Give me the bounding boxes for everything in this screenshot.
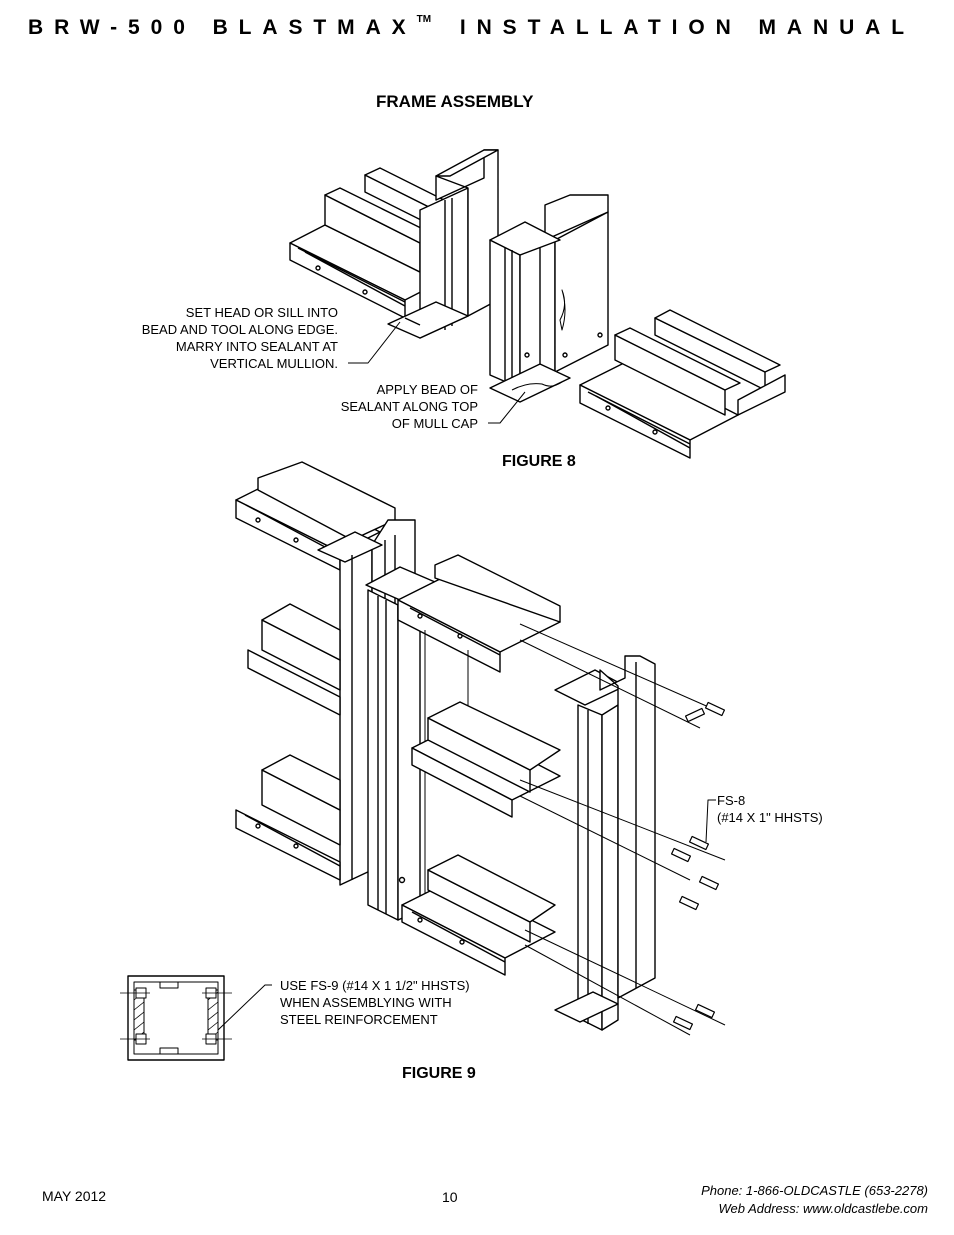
figure9-left-bottom-extrusion xyxy=(235,754,341,881)
figure9-center-mullion xyxy=(365,566,436,921)
figure8-note-mull-cap: APPLY BEAD OF SEALANT ALONG TOP OF MULL … xyxy=(341,381,478,432)
note-line: FS-8 xyxy=(717,793,746,808)
figure9-steel-note: USE FS-9 (#14 X 1 1/2" HHSTS) WHEN ASSEM… xyxy=(280,977,470,1028)
figure9-right-bottom-extrusion xyxy=(401,854,556,976)
figure9-right-middle-extrusion xyxy=(411,701,561,818)
trademark-symbol: TM xyxy=(416,14,432,25)
note-line: SEALANT ALONG TOP xyxy=(340,399,478,414)
note-line: WHEN ASSEMBLYING WITH xyxy=(280,995,452,1010)
figure8-mullion-left xyxy=(387,149,499,339)
page-number: 10 xyxy=(442,1189,458,1205)
note-line: BEAD AND TOOL ALONG EDGE. xyxy=(141,322,338,337)
figure8-mullion-center xyxy=(489,194,609,403)
figure8-left-extrusion xyxy=(289,167,461,319)
figure9-fasteners xyxy=(519,623,726,1036)
figure9-cross-section xyxy=(120,975,232,1061)
figure9-fastener-note: FS-8 (#14 X 1" HHSTS) xyxy=(717,792,823,826)
figure9-drawing xyxy=(120,461,726,1061)
figure9-right-mullion xyxy=(554,655,656,1031)
footer-phone: Phone: 1-866-OLDCASTLE (653-2278) xyxy=(701,1183,928,1198)
figure9-label: FIGURE 9 xyxy=(402,1065,476,1082)
footer-contact: Phone: 1-866-OLDCASTLE (653-2278) Web Ad… xyxy=(701,1182,928,1218)
note-line: USE FS-9 (#14 X 1 1/2" HHSTS) xyxy=(280,978,470,993)
section-title: FRAME ASSEMBLY xyxy=(376,92,534,111)
note-line: OF MULL CAP xyxy=(391,416,478,431)
note-line: (#14 X 1" HHSTS) xyxy=(717,810,823,825)
header-title-part1: BRW-500 BLASTMAX xyxy=(28,16,417,39)
footer-web: Web Address: www.oldcastlebe.com xyxy=(718,1201,928,1216)
figure9-right-top-extrusion xyxy=(397,554,561,673)
figure8-right-extrusion xyxy=(579,309,786,459)
note-line: APPLY BEAD OF xyxy=(376,382,478,397)
note-line: SET HEAD OR SILL INTO xyxy=(185,305,338,320)
manual-header: BRW-500 BLASTMAXTM INSTALLATION MANUAL xyxy=(28,14,928,46)
header-title-part2: INSTALLATION MANUAL xyxy=(459,16,915,39)
note-line: STEEL REINFORCEMENT xyxy=(280,1012,438,1027)
footer-date: MAY 2012 xyxy=(42,1188,107,1204)
figure8-label: FIGURE 8 xyxy=(502,453,576,470)
note-line: VERTICAL MULLION. xyxy=(210,356,338,371)
figure9-left-middle-extrusion xyxy=(247,603,341,716)
figure8-drawing xyxy=(289,149,786,459)
figure8-note-sealant-bead: SET HEAD OR SILL INTO BEAD AND TOOL ALON… xyxy=(142,304,338,372)
note-line: MARRY INTO SEALANT AT xyxy=(175,339,338,354)
